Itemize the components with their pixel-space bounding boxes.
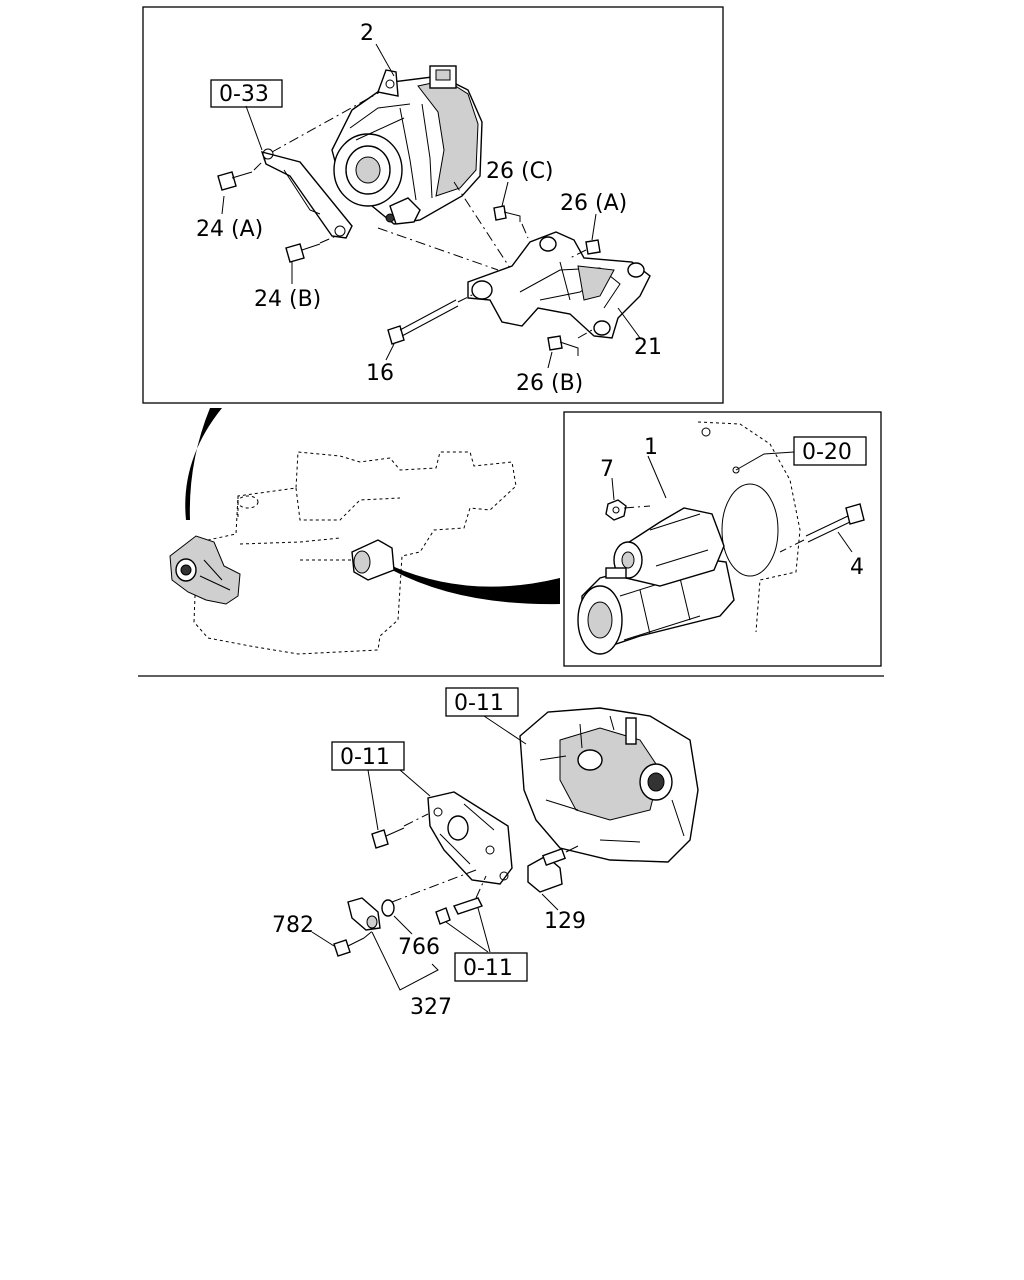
- alternator: [331, 65, 483, 225]
- oring-766: [381, 899, 395, 917]
- callout-16: 16: [366, 361, 394, 386]
- bolt-782: [333, 937, 365, 957]
- cylinder-block: [519, 707, 699, 863]
- bracket-21: [467, 231, 651, 339]
- alternator-frame: [142, 6, 724, 404]
- pointer-arc-right: [392, 566, 560, 605]
- bolt-26a: [585, 239, 601, 255]
- alternator-thumbnail: [169, 535, 241, 605]
- starter-motor: [577, 507, 735, 655]
- sensor-panel: 0-11 0-11 0-11 129 782 766 327: [272, 687, 699, 1020]
- callout-24a: 24 (A): [196, 217, 263, 242]
- starter-frame: [563, 411, 882, 667]
- nut-7: [605, 499, 627, 521]
- ref-box-0-20: [793, 436, 867, 466]
- bolt-16: [387, 299, 459, 345]
- callout-766: 766: [398, 935, 440, 960]
- callout-327: 327: [410, 995, 452, 1020]
- starter-thumbnail: [351, 539, 395, 581]
- adjust-plate: [260, 150, 353, 239]
- callout-1: 1: [644, 435, 658, 460]
- callout-7: 7: [600, 457, 614, 482]
- callout-26a: 26 (A): [560, 191, 627, 216]
- bolt-26c: [493, 205, 521, 222]
- callout-24b: 24 (B): [254, 287, 321, 312]
- alternator-panel: 0-33 2 24 (A) 24 (B) 26 (C) 26 (A) 21 16…: [142, 6, 724, 404]
- pointer-arc-top: [185, 408, 222, 520]
- bolt-24b: [285, 243, 321, 263]
- callout-0-33: 0-33: [219, 82, 269, 107]
- callout-0-20: 0-20: [802, 440, 852, 465]
- callout-2: 2: [360, 21, 374, 46]
- callout-0-11-top: 0-11: [454, 691, 504, 716]
- engine-overview: [169, 408, 560, 655]
- sensor-327: [347, 897, 381, 931]
- starter-panel: 0-20 1 7 4: [563, 411, 882, 667]
- callout-129: 129: [544, 909, 586, 934]
- bracket-bolt-upper: [371, 827, 405, 849]
- bolt-26b: [547, 335, 579, 356]
- callout-4: 4: [850, 555, 864, 580]
- callout-26c: 26 (C): [486, 159, 554, 184]
- callout-782: 782: [272, 913, 314, 938]
- bolt-24a: [217, 171, 253, 191]
- callout-0-11-bottom: 0-11: [463, 956, 513, 981]
- bolt-4: [805, 503, 865, 543]
- callout-0-11-left: 0-11: [340, 745, 390, 770]
- ref-box-0-11-top: [445, 687, 519, 717]
- sensor-129: [527, 845, 579, 893]
- sensor-bracket: [427, 791, 513, 885]
- bracket-bolt-lower: [435, 897, 483, 925]
- ref-box-0-11-left: [331, 741, 405, 771]
- callout-21: 21: [634, 335, 662, 360]
- ref-box-0-33: [210, 79, 283, 108]
- callout-26b: 26 (B): [516, 371, 583, 396]
- ref-box-0-11-bottom: [454, 952, 528, 982]
